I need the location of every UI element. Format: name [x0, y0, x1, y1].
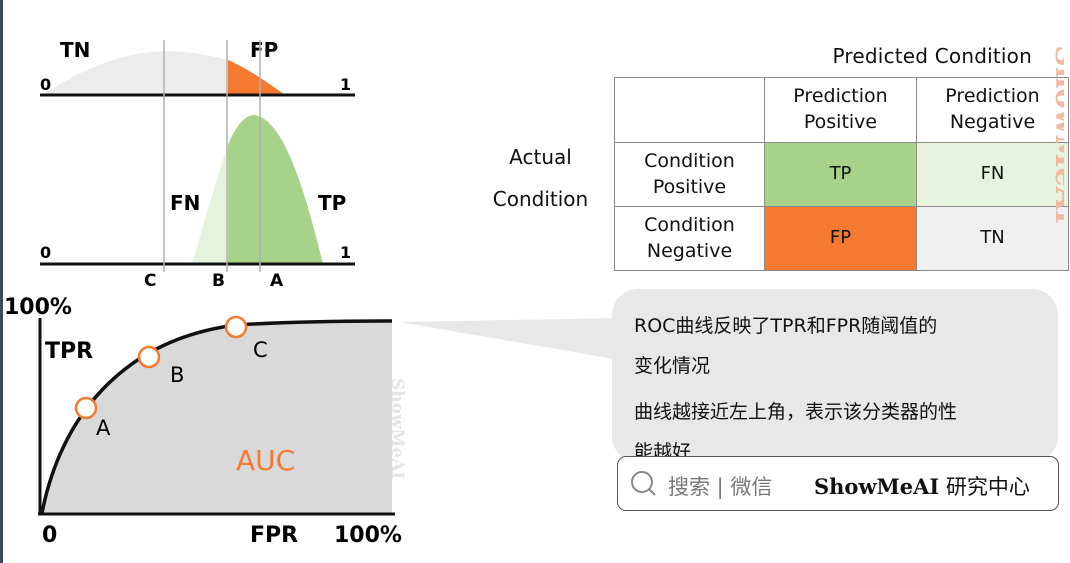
fn-region — [192, 145, 228, 264]
roc-y-axis-label: TPR — [45, 339, 93, 364]
cm-row-pos-line2: Positive — [652, 175, 727, 198]
search-brand-suffix: 研究中心 — [939, 475, 1030, 499]
roc-point-b-label: B — [170, 363, 184, 387]
top-axis-start: 0 — [40, 75, 51, 94]
cm-row-pos-line1: Condition — [644, 149, 735, 172]
roc-watermark: ShowMeAI — [387, 378, 407, 479]
cm-row-neg-line1: Condition — [644, 213, 735, 236]
cm-cell-fn: FN — [916, 142, 1069, 207]
actual-header-line1: Actual — [509, 145, 572, 169]
auc-label: AUC — [236, 444, 295, 477]
tp-label: TP — [318, 191, 346, 215]
callout-pointer — [400, 318, 620, 360]
roc-point-a-label: A — [96, 416, 111, 440]
cm-row-neg-line2: Negative — [646, 239, 733, 262]
search-icon — [631, 471, 656, 496]
cm-col-neg-line1: Prediction — [945, 85, 1040, 108]
wechat-search-bar[interactable]: 搜索 | 微信 ShowMeAI 研究中心 — [617, 456, 1059, 511]
actual-header-line2: Condition — [492, 187, 589, 211]
search-brand: ShowMeAI 研究中心 — [814, 471, 1030, 501]
fp-region — [228, 60, 285, 95]
cm-col-pos-line2: Positive — [803, 111, 878, 133]
tn-distribution-fill — [42, 51, 228, 95]
fp-label: FP — [250, 38, 278, 62]
watermark-right-text: ShowMeAI — [1048, 45, 1064, 224]
callout-line-3: 曲线越接近左上角，表示该分类器的性 — [634, 401, 958, 423]
callout-line-1: ROC曲线反映了TPR和FPR随阈值的 — [634, 315, 938, 337]
search-hint: 搜索 | 微信 — [668, 475, 773, 499]
search-brand-name: ShowMeAI — [814, 474, 940, 499]
cm-row-condition-negative: Condition Negative — [614, 206, 765, 271]
roc-point-a-marker — [74, 396, 98, 420]
cm-col-prediction-positive: Prediction Positive — [764, 77, 917, 143]
tp-region — [228, 115, 323, 264]
callout-box: ROC曲线反映了TPR和FPR随阈值的 变化情况 曲线越接近左上角，表示该分类器… — [612, 289, 1058, 463]
threshold-label-b: B — [212, 271, 225, 291]
cm-cell-tp: TP — [764, 142, 917, 207]
left-edge-rule — [0, 0, 3, 563]
cm-col-neg-line2: Negative — [949, 111, 1036, 133]
predicted-condition-header: Predicted Condition — [832, 44, 1032, 68]
cm-corner-cell — [614, 77, 765, 143]
roc-x-origin: 0 — [42, 523, 57, 548]
threshold-label-c: C — [144, 271, 156, 291]
fn-label: FN — [170, 191, 200, 215]
roc-x-axis-label: FPR — [250, 523, 298, 548]
callout-line-2: 变化情况 — [634, 355, 711, 377]
roc-curve — [40, 319, 393, 514]
mid-axis-end: 1 — [340, 243, 351, 262]
threshold-label-a: A — [270, 271, 284, 291]
roc-point-b-marker — [137, 345, 161, 369]
auc-area — [42, 321, 392, 513]
cm-col-pos-line1: Prediction — [793, 85, 888, 108]
roc-x-end-label: 100% — [334, 523, 402, 548]
tn-label: TN — [60, 38, 90, 62]
confusion-matrix: Prediction Positive Prediction Negative … — [614, 77, 1069, 271]
roc-point-c-marker — [224, 315, 248, 339]
watermark-right: ShowMeAI — [1048, 45, 1064, 224]
cm-col-prediction-negative: Prediction Negative — [916, 77, 1069, 143]
mid-axis-start: 0 — [40, 243, 51, 262]
cm-cell-tn: TN — [916, 206, 1069, 271]
roc-point-c-label: C — [253, 338, 268, 362]
top-axis-end: 1 — [340, 75, 351, 94]
cm-row-condition-positive: Condition Positive — [614, 142, 765, 207]
roc-y-top-label: 100% — [4, 295, 72, 320]
cm-cell-fp: FP — [764, 206, 917, 271]
